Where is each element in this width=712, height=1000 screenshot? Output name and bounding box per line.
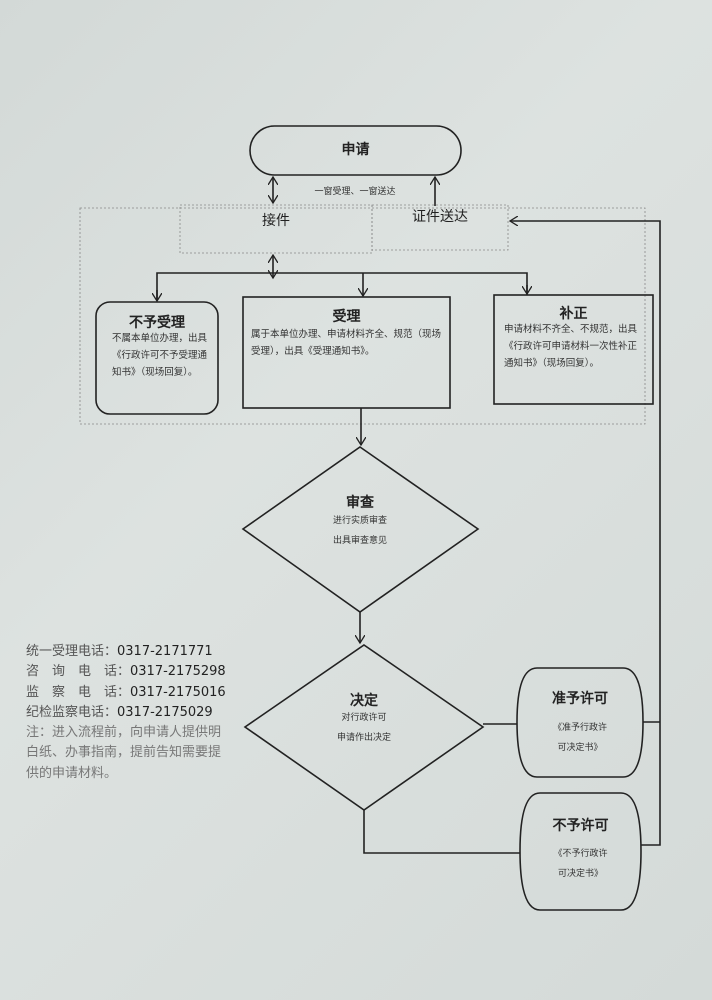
correct-box xyxy=(493,294,654,405)
reject-accept-title: 不予受理 xyxy=(129,315,185,331)
decide-title: 决定 xyxy=(350,693,378,709)
contact-row: 咨 询 电 话：0317-2175298 xyxy=(26,662,231,682)
review-line2: 出具审查意见 xyxy=(332,536,387,546)
contact-row: 纪检监察电话：0317-2175029 xyxy=(26,703,231,723)
contact-number: 0317-2175298 xyxy=(130,664,226,680)
decide-line1: 对行政许可 xyxy=(341,713,387,723)
accept-title: 受理 xyxy=(332,309,361,325)
contact-number: 0317-2175029 xyxy=(117,704,213,720)
contact-label: 监 察 电 话： xyxy=(26,684,131,700)
decide-line2: 申请作出决定 xyxy=(336,733,391,743)
grant-line2: 可决定书》 xyxy=(557,743,603,753)
grant-terminal xyxy=(516,667,644,778)
grant-line1: 《准予行政许 xyxy=(552,723,607,733)
deny-line1: 《不予行政许 xyxy=(553,849,608,859)
deliver-label: 证件送达 xyxy=(412,209,468,225)
contact-number: 0317-2175016 xyxy=(130,684,226,700)
apply-label: 申请 xyxy=(341,142,370,158)
window-label: 一窗受理、一窗送达 xyxy=(314,187,396,197)
note-text: 注：进入流程前，向申请人提供明白纸、办事指南，提前告知需要提供的申请材料。 xyxy=(26,725,222,781)
contact-row: 统一受理电话：0317-2171771 xyxy=(26,642,231,662)
deny-title: 不予许可 xyxy=(552,818,609,834)
review-line1: 进行实质审查 xyxy=(332,516,387,526)
correct-text: 申请材料不齐全、不规范，出具《行政许可申请材料一次性补正通知书》（现场回复）。 xyxy=(504,324,638,369)
acceptance-zone xyxy=(79,207,646,425)
contact-label: 统一受理电话： xyxy=(26,644,118,659)
contact-number: 0317-2171771 xyxy=(117,644,213,659)
accept-text: 属于本单位办理、申请材料齐全、规范（现场受理），出具《受理通知书》。 xyxy=(251,329,442,357)
apply-terminal xyxy=(249,125,462,176)
accept-box xyxy=(242,296,451,409)
deliver-box xyxy=(371,204,509,251)
receive-label: 接件 xyxy=(262,213,290,229)
reject-accept-box xyxy=(95,301,219,415)
correct-title: 补正 xyxy=(559,306,588,322)
review-diamond xyxy=(241,446,480,613)
decide-diamond xyxy=(243,644,485,811)
reject-accept-text: 不属本单位办理，出具《行政许可不予受理通知书》（现场回复）。 xyxy=(112,333,208,378)
deny-terminal xyxy=(519,792,642,911)
contact-label: 咨 询 电 话： xyxy=(26,664,131,680)
contact-label: 纪检监察电话： xyxy=(26,704,118,720)
review-title: 审查 xyxy=(346,495,374,511)
contact-info: 统一受理电话：0317-2171771 咨 询 电 话：0317-2175298… xyxy=(26,642,231,784)
deny-line2: 可决定书》 xyxy=(557,869,603,879)
grant-title: 准予许可 xyxy=(552,691,608,707)
contact-row: 监 察 电 话：0317-2175016 xyxy=(26,683,231,703)
